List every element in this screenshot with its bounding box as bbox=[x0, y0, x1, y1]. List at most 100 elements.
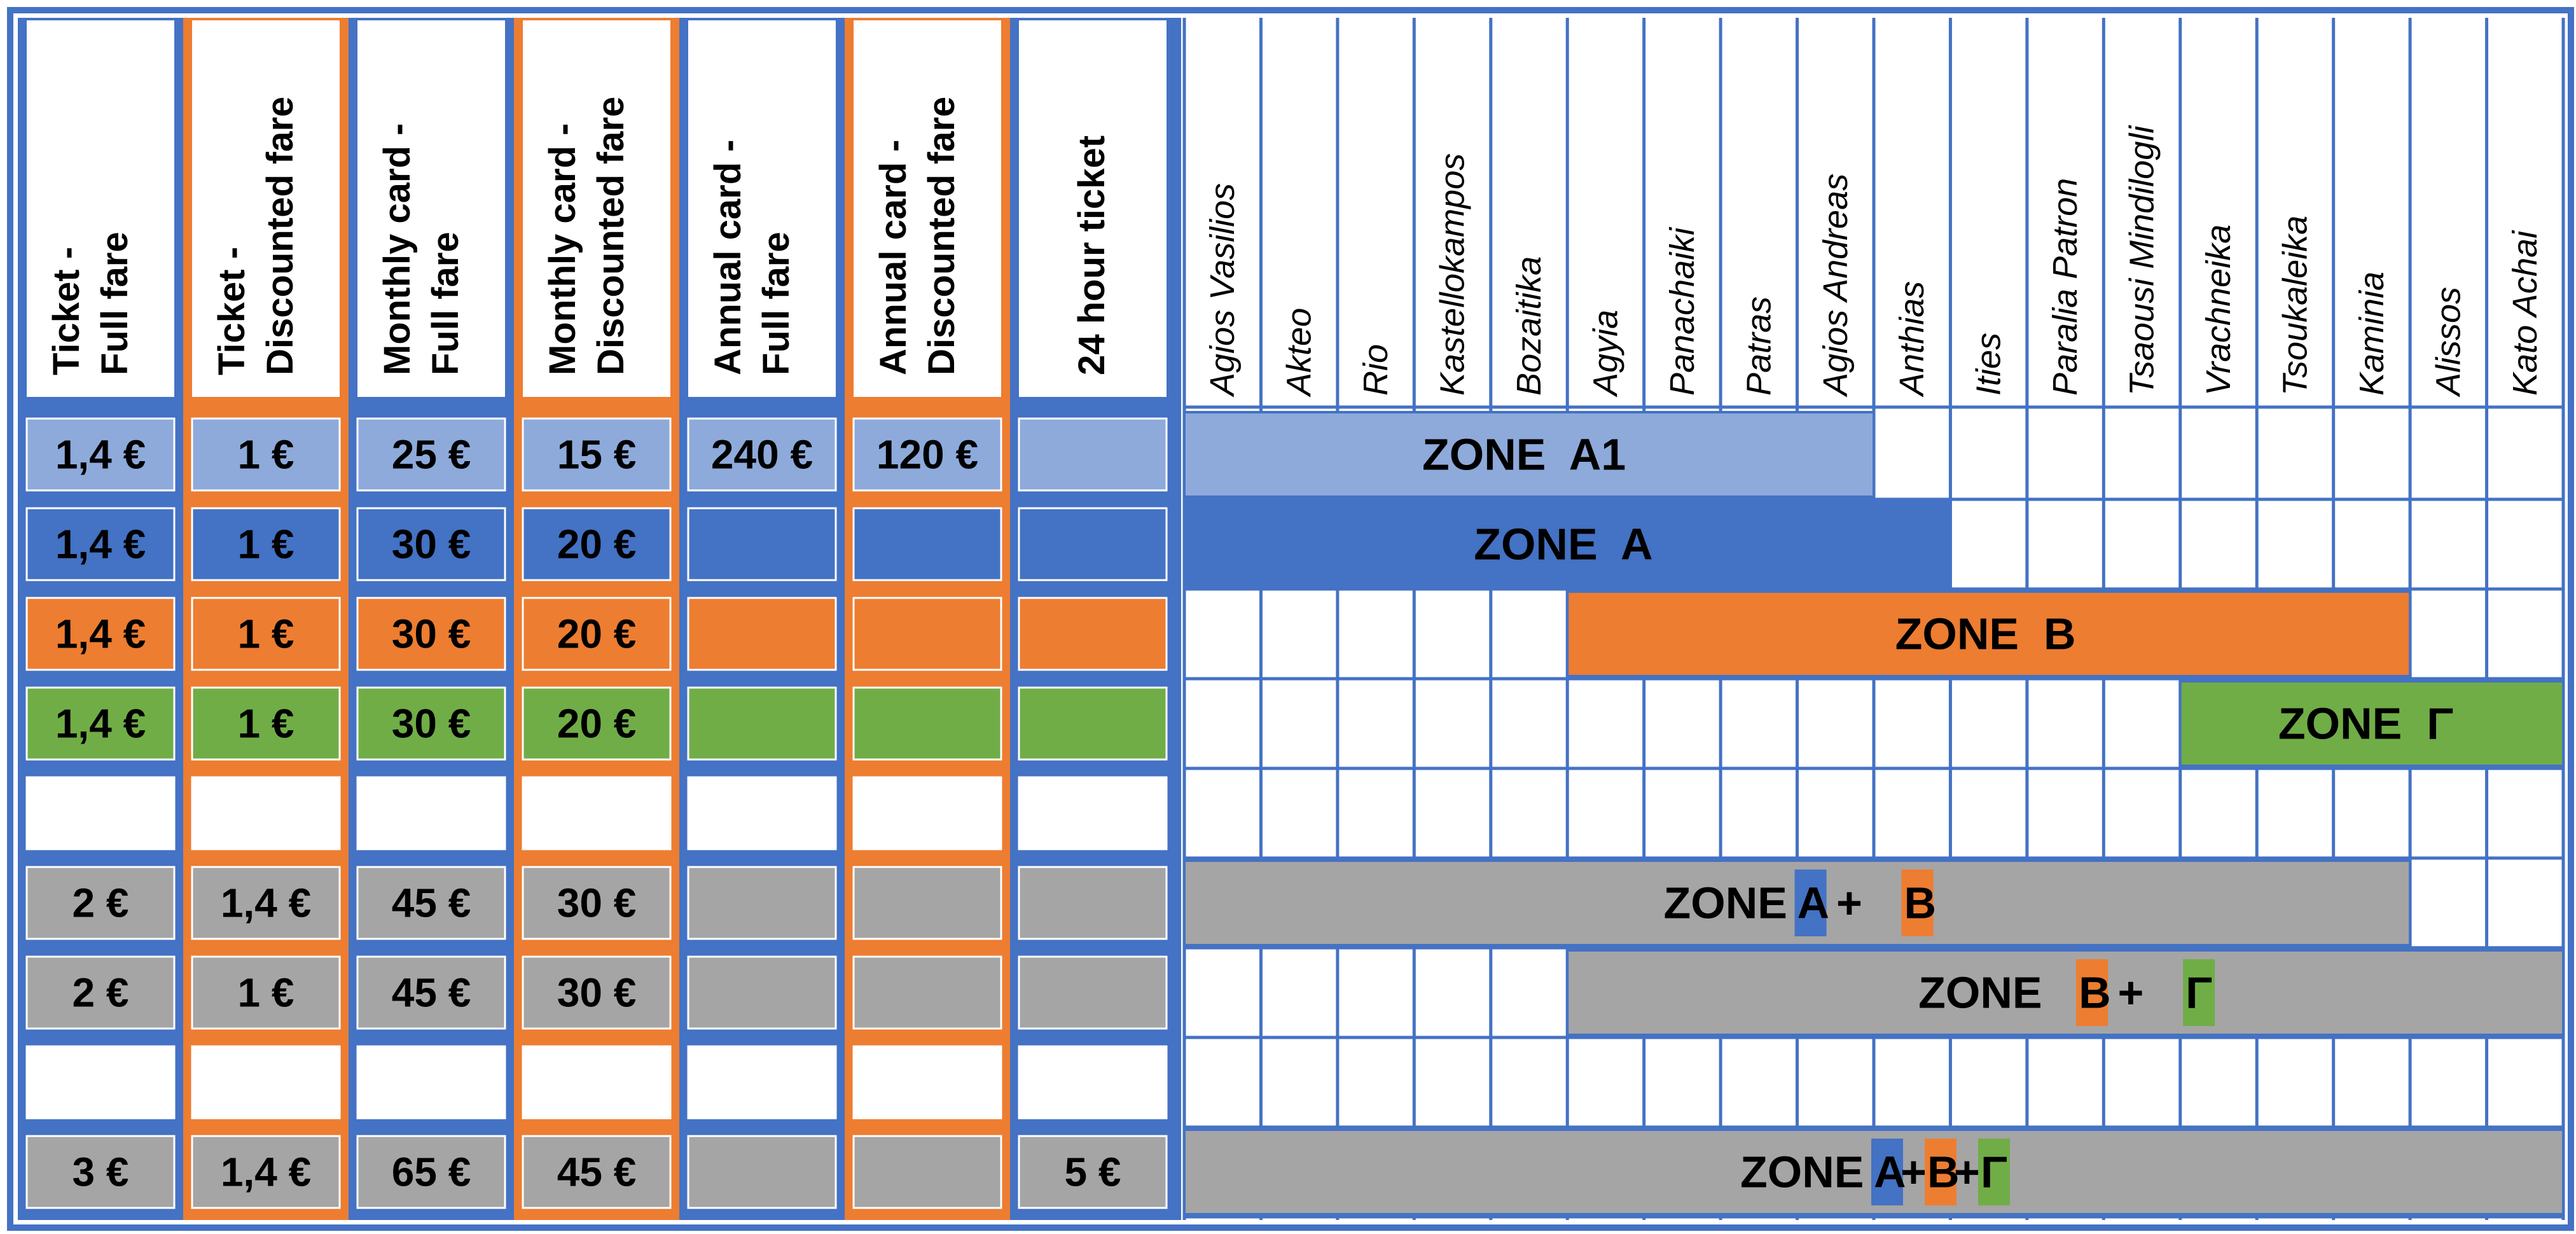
fare-cell bbox=[1018, 507, 1168, 581]
fare-cell bbox=[191, 507, 341, 581]
fare-price: 1,4 € bbox=[55, 432, 146, 478]
fare-cell bbox=[852, 417, 1002, 492]
fare-price: 1,4 € bbox=[221, 880, 311, 926]
zone-bar bbox=[1183, 501, 1952, 588]
fare-header: Annual card -Full fare bbox=[707, 139, 797, 375]
fare-cell bbox=[687, 686, 837, 761]
fare-cell bbox=[522, 1045, 672, 1120]
station-name: Anthias bbox=[1893, 281, 1931, 398]
fare-header-line: Monthly card - bbox=[377, 123, 418, 375]
fare-header-line: Annual card - bbox=[707, 139, 749, 375]
fare-price: 30 € bbox=[392, 701, 471, 747]
fare-header: Monthly card -Discounted fare bbox=[542, 97, 632, 375]
fare-cell bbox=[25, 686, 176, 761]
fare-cell bbox=[852, 955, 1002, 1030]
fare-header-cell bbox=[523, 20, 670, 397]
station-name: Vrachneika bbox=[2199, 225, 2238, 396]
fare-cell bbox=[356, 686, 506, 761]
fare-cell bbox=[191, 417, 341, 492]
fare-price: 15 € bbox=[557, 432, 637, 478]
station-name: Agios Vasilios bbox=[1203, 183, 1242, 398]
fare-cell bbox=[1018, 866, 1168, 940]
zone-letter-highlight bbox=[1901, 870, 1934, 936]
fare-cell bbox=[356, 417, 506, 492]
fare-price: 3 € bbox=[73, 1149, 129, 1195]
fare-cell bbox=[1018, 776, 1168, 850]
fare-header: Monthly card -Full fare bbox=[377, 123, 466, 375]
fare-cell bbox=[191, 776, 341, 850]
fare-cell bbox=[356, 1045, 506, 1120]
fare-cell bbox=[356, 507, 506, 581]
fare-price: 1 € bbox=[238, 522, 294, 567]
fare-cell bbox=[1018, 1135, 1168, 1209]
fare-price: 20 € bbox=[557, 701, 637, 747]
fare-cell bbox=[522, 866, 672, 940]
zone-label: A bbox=[1874, 1147, 1906, 1197]
fare-cell bbox=[1018, 686, 1168, 761]
zone-label: ZONE bbox=[1740, 1147, 1876, 1197]
fare-cell bbox=[1018, 955, 1168, 1030]
fare-price: 1,4 € bbox=[55, 611, 146, 657]
zone-bar bbox=[1566, 949, 2565, 1036]
station-name: Paralia Patron bbox=[2046, 178, 2084, 396]
fare-header: Annual card -Discounted fare bbox=[873, 97, 962, 375]
fare-header-line: Ticket - bbox=[46, 247, 87, 375]
fare-cell bbox=[522, 1135, 672, 1209]
zone-label: ZONE B bbox=[1895, 609, 2076, 659]
fare-cell bbox=[1018, 417, 1168, 492]
fare-price: 25 € bbox=[392, 432, 471, 478]
station-name: Rio bbox=[1357, 344, 1395, 396]
station-name: Kaminia bbox=[2353, 272, 2391, 396]
station-name: Kastellokampos bbox=[1434, 153, 1472, 396]
fare-cell bbox=[852, 1045, 1002, 1120]
fare-cell bbox=[25, 1135, 176, 1209]
fare-cell bbox=[522, 417, 672, 492]
fare-cell bbox=[356, 597, 506, 671]
fare-cell bbox=[687, 507, 837, 581]
fare-cell bbox=[522, 597, 672, 671]
fare-header: Ticket -Full fare bbox=[46, 232, 135, 375]
station-name: Akteo bbox=[1280, 308, 1319, 398]
fare-cell bbox=[191, 597, 341, 671]
fare-cell bbox=[522, 955, 672, 1030]
station-name: Agios Andreas bbox=[1817, 174, 1855, 398]
fare-cell bbox=[25, 955, 176, 1030]
zone-label: ZONE A bbox=[1474, 520, 1652, 569]
fare-cell bbox=[852, 597, 1002, 671]
station-name: Alissos bbox=[2429, 287, 2467, 398]
fare-cell bbox=[852, 507, 1002, 581]
fare-cell bbox=[852, 776, 1002, 850]
fare-header-line: Discounted fare bbox=[590, 97, 632, 375]
zone-label: ZONE bbox=[1664, 878, 1800, 928]
zone-label: + bbox=[1824, 878, 1875, 928]
fare-price: 20 € bbox=[557, 611, 637, 657]
fare-cell bbox=[25, 507, 176, 581]
fare-price: 1 € bbox=[238, 611, 294, 657]
fare-price: 45 € bbox=[392, 970, 471, 1016]
fare-header-line: Discounted fare bbox=[921, 97, 962, 375]
fare-header-cell bbox=[854, 20, 1001, 397]
fare-cell bbox=[25, 1045, 176, 1120]
fare-cell bbox=[356, 1135, 506, 1209]
station-name: Tsaousi Mindilogli bbox=[2123, 125, 2161, 396]
zone-label: ZONE A1 bbox=[1422, 430, 1626, 480]
zone-letter-highlight bbox=[1925, 1139, 1956, 1205]
fare-header-line: 24 hour ticket bbox=[1071, 135, 1112, 375]
zone-label: ZONE Γ bbox=[2278, 699, 2453, 749]
zone-label: B bbox=[2079, 968, 2111, 1018]
fare-price: 5 € bbox=[1065, 1149, 1121, 1195]
fare-header-line: Full fare bbox=[756, 232, 797, 375]
zone-letter-highlight bbox=[2183, 959, 2215, 1026]
fare-header-line: Ticket - bbox=[211, 247, 253, 375]
fare-price: 2 € bbox=[73, 970, 129, 1016]
fare-header: 24 hour ticket bbox=[1071, 135, 1112, 375]
zone-label: Γ bbox=[1981, 1147, 2007, 1197]
fare-cell bbox=[687, 866, 837, 940]
fare-price: 1 € bbox=[238, 970, 294, 1016]
fare-price: 30 € bbox=[392, 611, 471, 657]
zone-letter-highlight bbox=[1794, 870, 1827, 936]
station-name: Panachaiki bbox=[1663, 226, 1701, 396]
zone-bar bbox=[2178, 680, 2565, 767]
fare-price: 30 € bbox=[557, 970, 637, 1016]
